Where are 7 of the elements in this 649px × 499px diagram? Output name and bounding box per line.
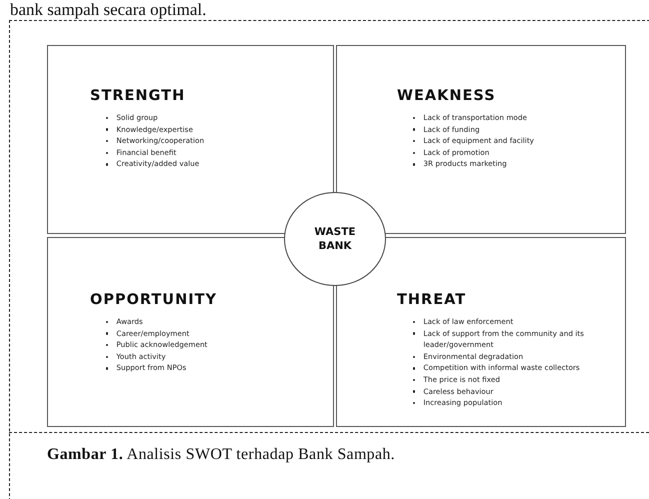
- quadrant-heading: WEAKNESS: [397, 88, 497, 104]
- circle-label: WASTE BANK: [313, 225, 357, 253]
- quadrant-heading: OPPORTUNITY: [90, 292, 218, 308]
- quadrant-heading: THREAT: [397, 292, 468, 308]
- quadrant-heading: STRENGTH: [90, 88, 186, 104]
- figure-caption: Gambar 1. Analisis SWOT terhadap Bank Sampah.: [47, 446, 395, 464]
- body-text: bank sampah secara optimal.: [10, 0, 206, 19]
